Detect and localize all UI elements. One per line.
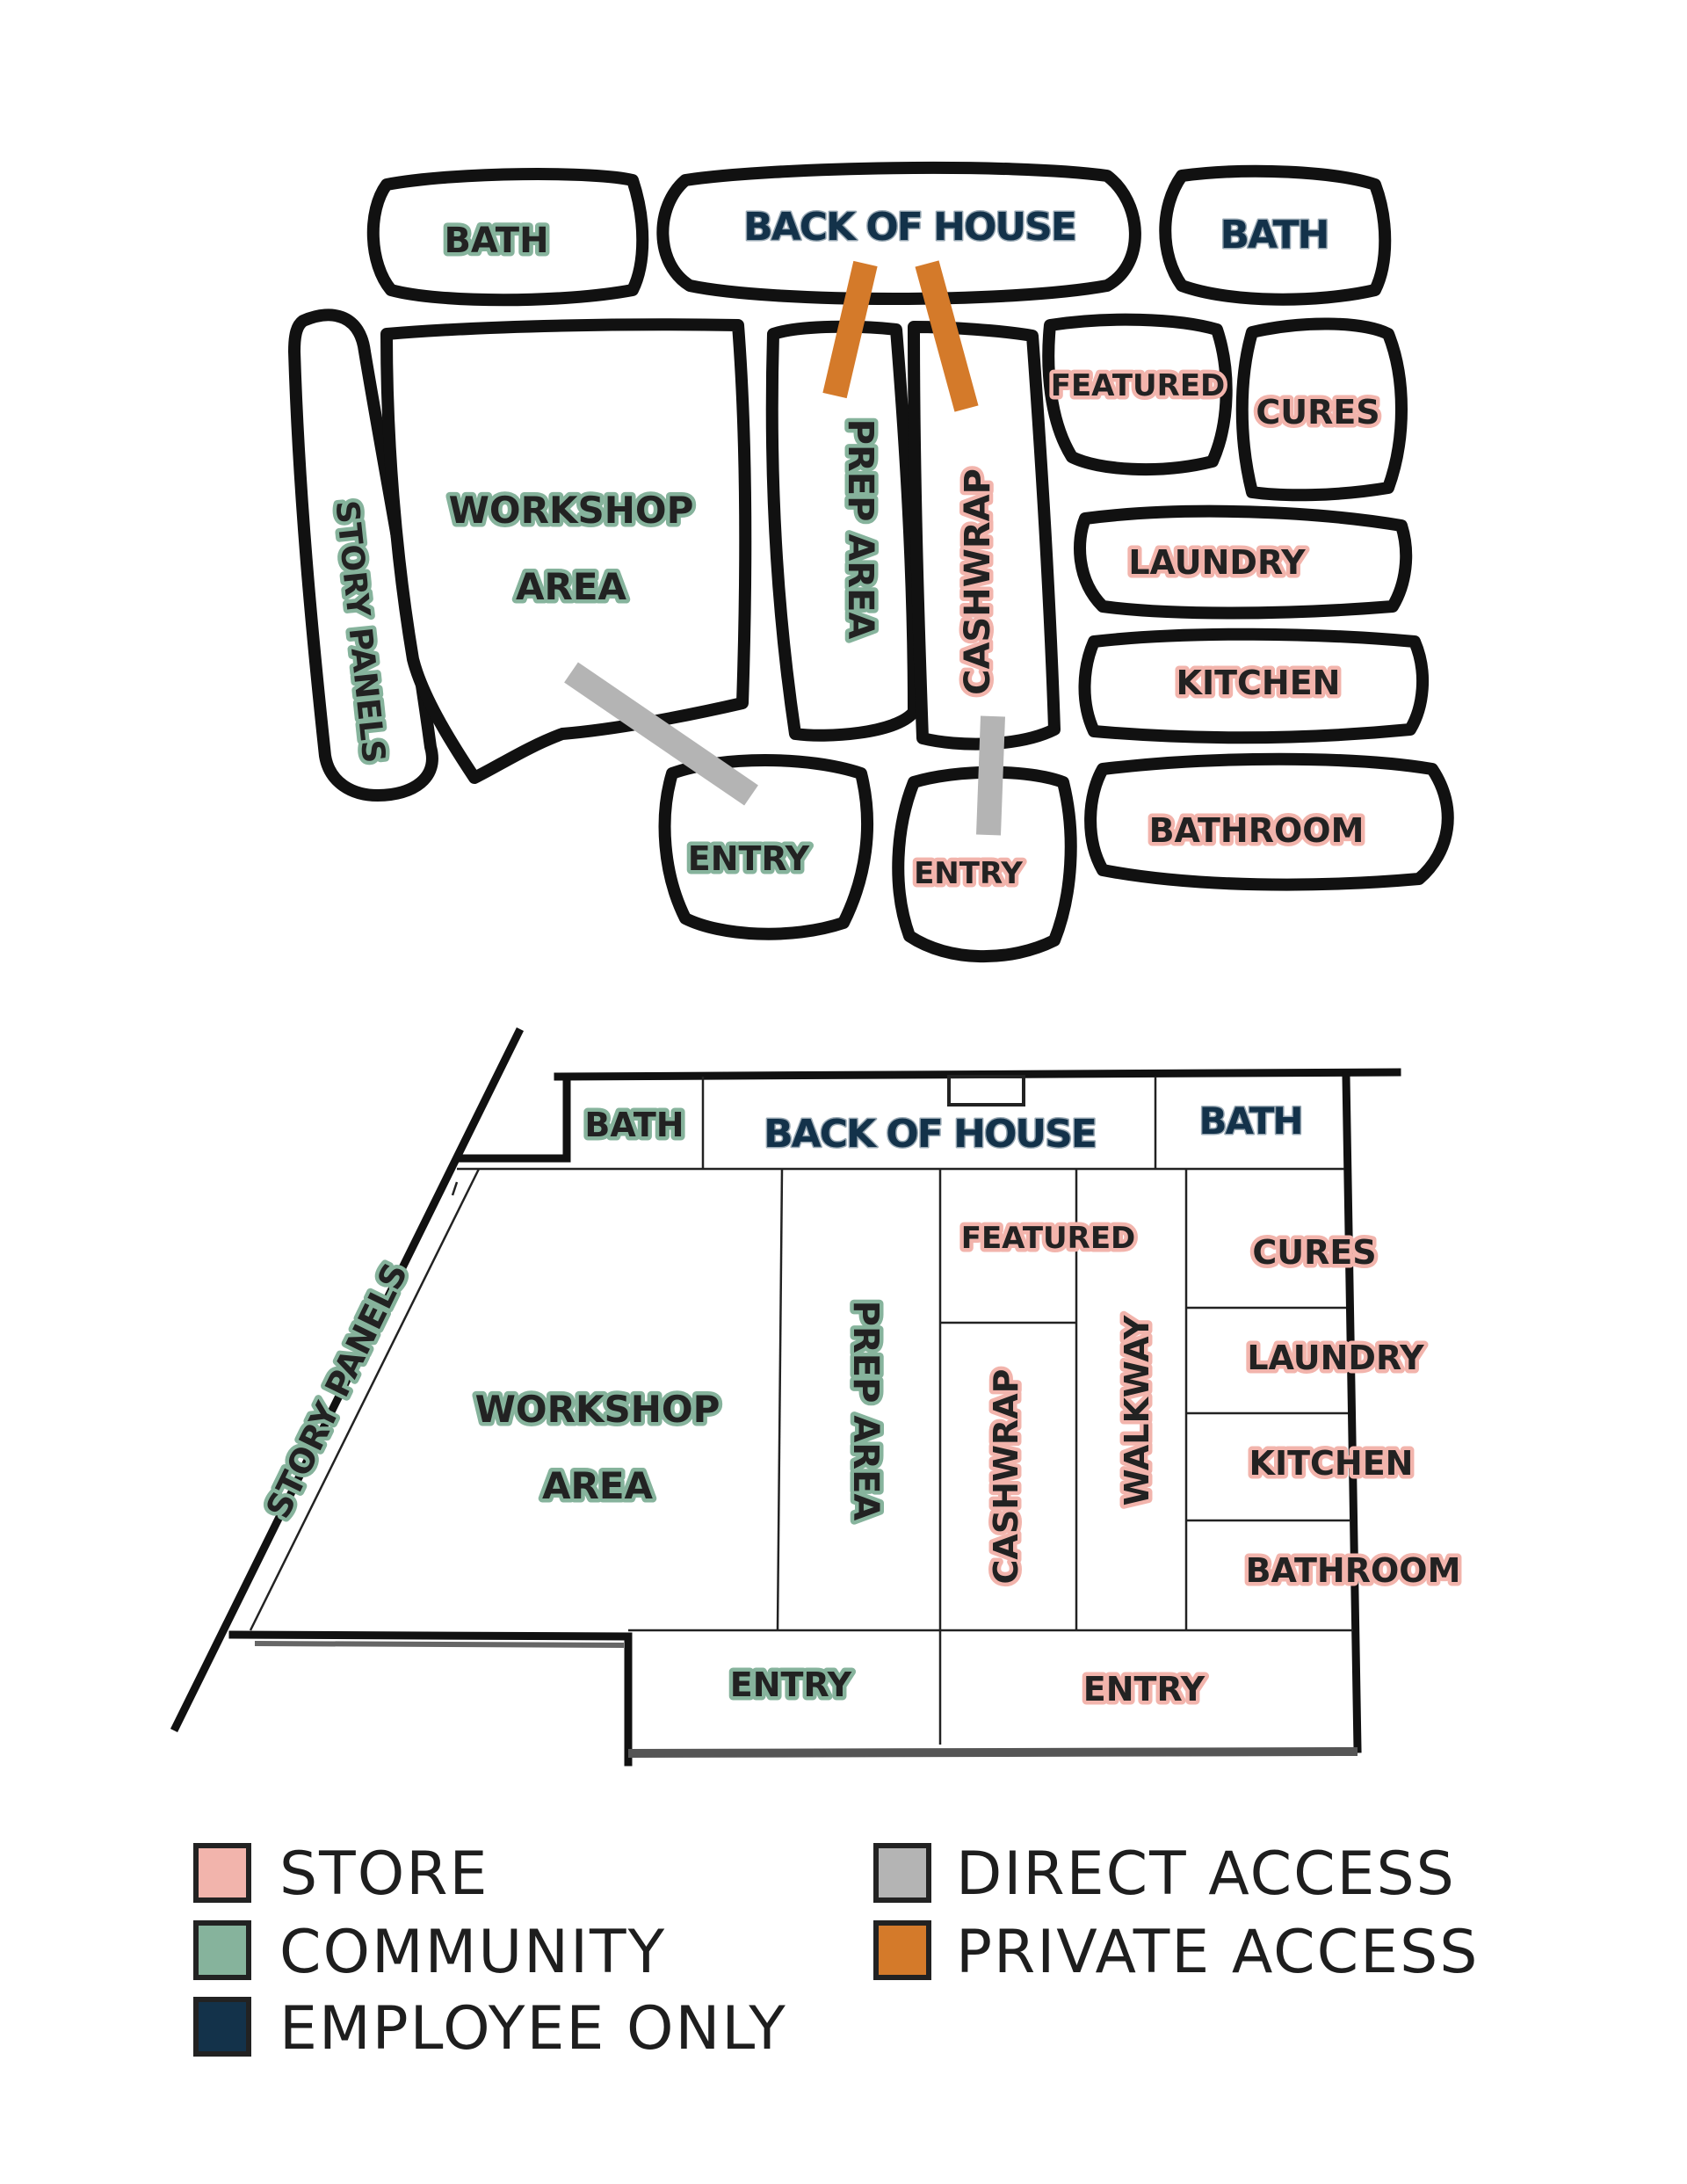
plan-wall-bottom-left (228, 1630, 633, 1767)
legend-label-direct-access: DIRECT ACCESS (956, 1839, 1456, 1909)
bubble-featured (1042, 313, 1233, 476)
plan-line-workshop-right (776, 1168, 784, 1631)
plan-glazing-bottom-left (254, 1641, 625, 1648)
bubble-workshop-area (380, 318, 752, 784)
plan-label-walkway: WALKWAY (1118, 1315, 1156, 1506)
plan-label-cashwrap: CASHWRAP (987, 1369, 1025, 1585)
plan-label-entry-community: ENTRY (730, 1665, 852, 1704)
plan-label-bathroom: BATHROOM (1246, 1551, 1461, 1590)
legend-label-store: STORE (279, 1839, 489, 1909)
plan-wall-right (1342, 1072, 1362, 1753)
legend-swatch-employee-only (193, 1997, 251, 2057)
plan-wall-bottom (627, 1747, 1358, 1758)
plan-label-workshop-line2: AREA (542, 1464, 654, 1507)
legend-label-private-access: PRIVATE ACCESS (956, 1918, 1479, 1987)
plan-wall-top-left (457, 1072, 571, 1163)
plan-label-back-of-house: BACK OF HOUSE (764, 1112, 1096, 1157)
plan-story-panels-inner (249, 1168, 481, 1631)
plan-label-bath-left: BATH (584, 1106, 684, 1144)
bubble-label-cures: CURES (1256, 393, 1379, 432)
floor-plan: BATH BACK OF HOUSE BATH STORY PANELS WOR… (170, 1027, 1465, 1767)
bubble-label-cashwrap: CASHWRAP (958, 468, 998, 695)
legend-item-store: STORE (193, 1839, 489, 1909)
bubble-label-bath-right: BATH (1220, 213, 1328, 258)
bubble-label-entry-community: ENTRY (688, 839, 810, 878)
bubble-bath-left (366, 168, 649, 307)
bubble-diagram: BATH BACK OF HOUSE BATH STORY PANELS WOR… (288, 161, 1454, 963)
bubble-bath-right (1159, 164, 1392, 306)
private-access-path-prep (822, 260, 878, 399)
plan-label-prep-area: PREP AREA (845, 1301, 886, 1521)
legend-item-community: COMMUNITY (193, 1918, 666, 1987)
plan-floor (250, 1077, 1344, 1758)
plan-label-cures: CURES (1252, 1233, 1376, 1272)
plan-wall-diagonal (170, 1027, 525, 1733)
legend-swatch-store (193, 1843, 251, 1903)
plan-label-bath-right: BATH (1198, 1099, 1301, 1143)
bubble-laundry (1074, 504, 1413, 620)
plan-wall-top (554, 1068, 1401, 1081)
bubble-label-kitchen: KITCHEN (1177, 664, 1341, 702)
legend: STORE COMMUNITY EMPLOYEE ONLY DIRECT ACC… (193, 1839, 1479, 2064)
plan-story-panels-inner-2 (451, 1181, 459, 1196)
bubble-prep-area (765, 320, 920, 742)
plan-door-back-of-house (947, 1075, 1025, 1107)
legend-item-private-access: PRIVATE ACCESS (873, 1918, 1479, 1987)
plan-label-kitchen: KITCHEN (1249, 1444, 1414, 1483)
legend-item-employee-only: EMPLOYEE ONLY (193, 1994, 787, 2064)
bubble-label-back-of-house: BACK OF HOUSE (743, 205, 1075, 250)
bubble-cures (1235, 317, 1408, 502)
bubble-bathroom (1084, 752, 1454, 891)
plan-label-featured: FEATURED (961, 1221, 1136, 1256)
bubble-label-laundry: LAUNDRY (1128, 543, 1306, 582)
bubble-back-of-house (656, 161, 1141, 305)
legend-label-community: COMMUNITY (279, 1918, 666, 1987)
legend-swatch-direct-access (873, 1843, 931, 1903)
bubble-label-bath-left: BATH (444, 221, 548, 261)
bubble-label-workshop-line2: AREA (516, 565, 627, 608)
bubble-kitchen (1078, 628, 1429, 744)
bubble-label-prep-area: PREP AREA (840, 419, 880, 640)
legend-swatch-private-access (873, 1920, 931, 1980)
bubble-label-bathroom: BATHROOM (1149, 811, 1365, 850)
plan-label-workshop-line1: WORKSHOP (475, 1388, 720, 1431)
bubble-entry-store (892, 765, 1077, 963)
private-access-path-cashwrap (915, 260, 979, 412)
bubble-entry-community (658, 754, 873, 940)
bubble-cashwrap (908, 321, 1061, 751)
legend-swatch-community (193, 1920, 251, 1980)
plan-label-entry-store: ENTRY (1083, 1670, 1206, 1709)
bubble-label-entry-store: ENTRY (914, 856, 1023, 891)
direct-access-path-workshop (564, 662, 758, 806)
bubble-label-workshop-line1: WORKSHOP (449, 489, 694, 532)
legend-item-direct-access: DIRECT ACCESS (873, 1839, 1456, 1909)
plan-label-laundry: LAUNDRY (1247, 1339, 1424, 1377)
legend-label-employee-only: EMPLOYEE ONLY (279, 1994, 787, 2064)
bubble-story-panels (288, 308, 438, 802)
bubble-label-featured: FEATURED (1051, 368, 1226, 403)
direct-access-path-cashwrap (976, 715, 1005, 836)
